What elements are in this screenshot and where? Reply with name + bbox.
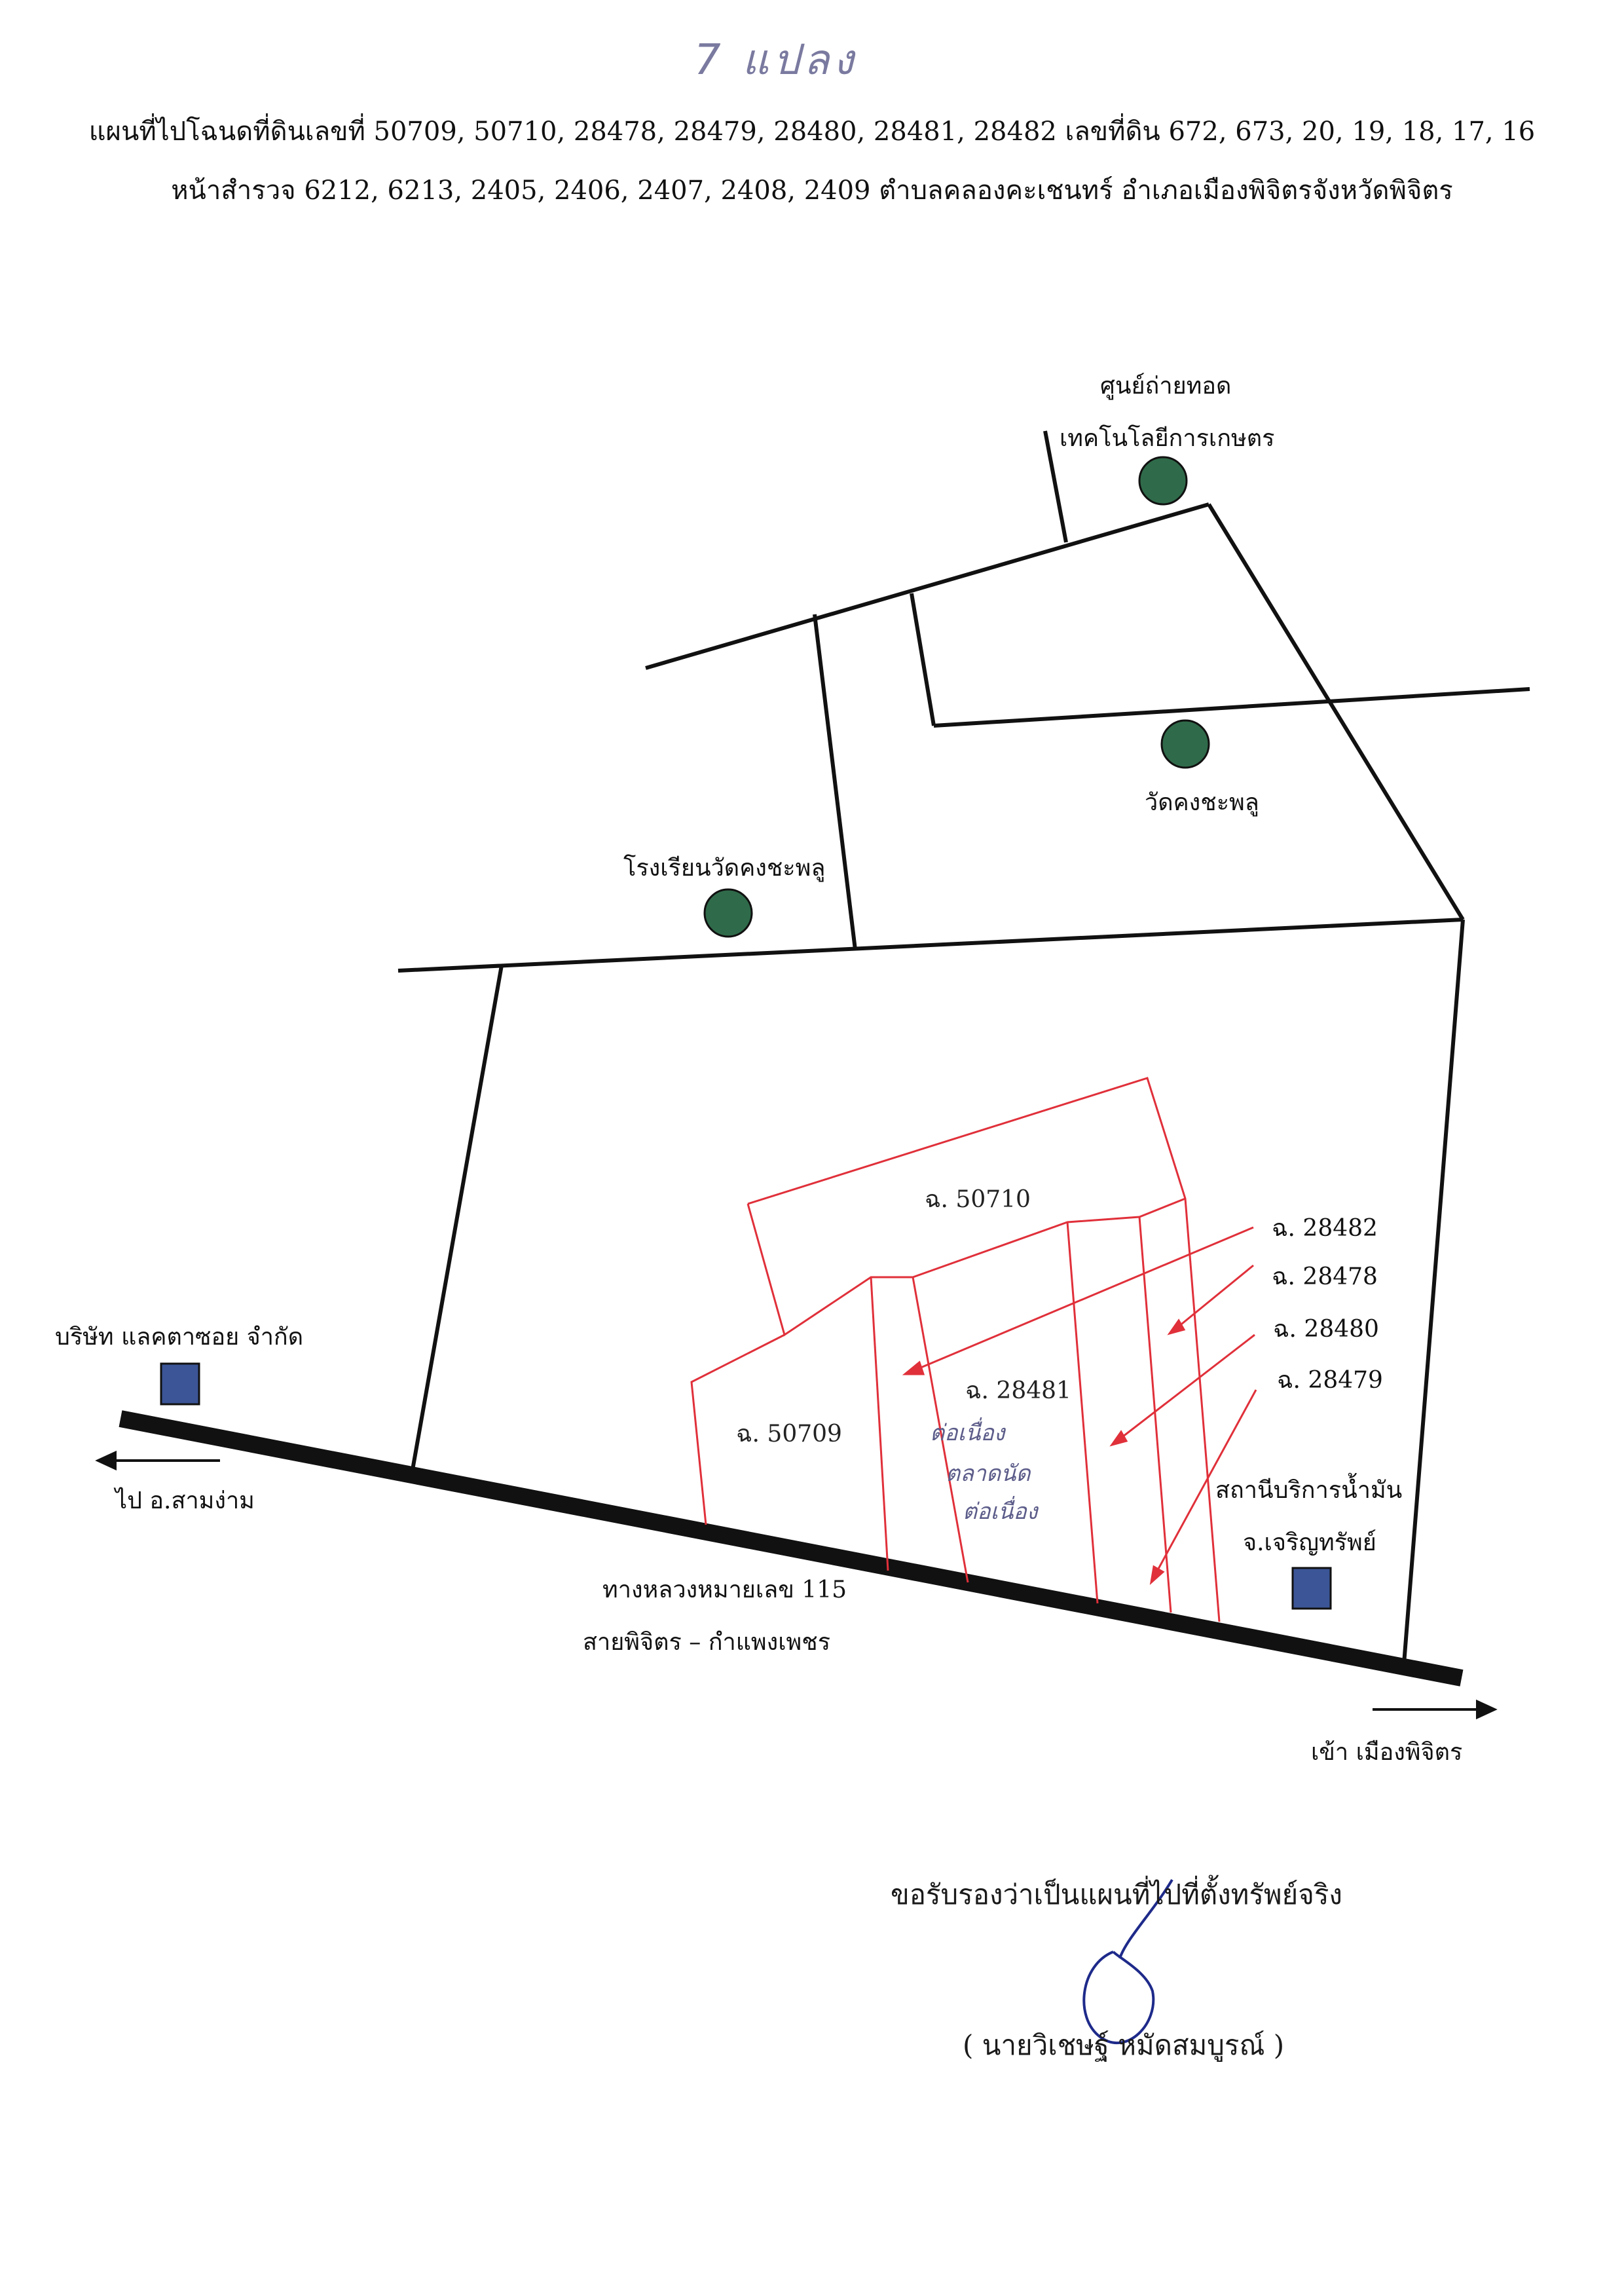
arrow-28482-head bbox=[902, 1360, 925, 1375]
road-temple-east bbox=[933, 687, 1530, 728]
parcel-handwriting-2: ตลาดนัด bbox=[946, 1461, 1031, 1487]
parcel-28481-west-edge bbox=[870, 1277, 889, 1571]
highway-label-1: ทางหลวงหมายเลข 115 bbox=[602, 1577, 847, 1603]
road-school bbox=[813, 614, 857, 950]
certification-text: ขอรับรองว่าเป็นแผนที่ไปที่ตั้งทรัพย์จริง bbox=[891, 1878, 1342, 1911]
arrow-28478-head bbox=[1167, 1318, 1186, 1335]
company-marker-icon bbox=[160, 1362, 200, 1406]
arrow-28480 bbox=[1116, 1334, 1255, 1442]
school-label: โรงเรียนวัดคงชะพลู bbox=[623, 855, 826, 882]
parcel-label-50710: ฉ. 50710 bbox=[925, 1186, 1031, 1213]
road-temple-west bbox=[910, 593, 936, 726]
parcel-arrows bbox=[902, 1226, 1257, 1585]
gas-station-marker-icon bbox=[1291, 1567, 1332, 1610]
direction-west-label: ไป อ.สามง่าม bbox=[115, 1487, 255, 1514]
road-east bbox=[1402, 919, 1465, 1664]
highway-label-2: สายพิจิตร – กำแพงเพชร bbox=[583, 1629, 831, 1656]
parcel-boundaries bbox=[690, 1077, 1221, 1622]
temple-label: วัดคงชะพลู bbox=[1145, 789, 1259, 816]
parcel-50709-outline bbox=[690, 1334, 785, 1525]
gas-station-label-2: จ.เจริญทรัพย์ bbox=[1243, 1529, 1376, 1556]
road-east-diagonal bbox=[1207, 503, 1465, 921]
parcel-28479-west-edge bbox=[1138, 1216, 1172, 1613]
road-west bbox=[411, 965, 504, 1470]
arrow-east-head-icon bbox=[1476, 1699, 1498, 1720]
arrow-28478 bbox=[1174, 1264, 1254, 1331]
road-middle bbox=[397, 918, 1464, 973]
arrow-28479-head bbox=[1149, 1565, 1165, 1585]
handwritten-note: 7 แปลง bbox=[694, 36, 858, 84]
parcel-label-28478: ฉ. 28478 bbox=[1272, 1263, 1378, 1290]
parcel-28480-west-edge bbox=[1066, 1222, 1099, 1604]
signature-stroke-2 bbox=[1082, 1950, 1155, 2045]
signature-stroke-1 bbox=[1118, 1878, 1173, 1959]
parcel-label-50709: ฉ. 50709 bbox=[736, 1421, 842, 1447]
agri-center-marker-icon bbox=[1138, 456, 1188, 506]
agri-center-label-2: เทคโนโลยีการเกษตร bbox=[1060, 425, 1275, 452]
parcel-label-28480: ฉ. 28480 bbox=[1273, 1316, 1379, 1343]
parcel-28481-east-edge bbox=[912, 1277, 969, 1583]
arrow-28479 bbox=[1153, 1389, 1257, 1578]
parcel-handwriting-1: ต่อเนื่อง bbox=[930, 1420, 1005, 1446]
temple-marker-icon bbox=[1160, 719, 1210, 769]
parcel-label-28482: ฉ. 28482 bbox=[1272, 1215, 1378, 1242]
company-label: บริษัท แลคตาซอย จำกัด bbox=[55, 1324, 304, 1351]
parcel-50710-south-edge bbox=[747, 1197, 1186, 1337]
road-network bbox=[397, 430, 1530, 1664]
page-title-line-1: แผนที่ไปโฉนดที่ดินเลขที่ 50709, 50710, 2… bbox=[88, 117, 1536, 147]
gas-station-label-1: สถานีบริการน้ำมัน bbox=[1215, 1477, 1403, 1504]
arrow-west-head-icon bbox=[95, 1450, 117, 1471]
school-marker-icon bbox=[703, 888, 753, 938]
road-to-agri-center bbox=[1043, 430, 1068, 543]
arrow-28480-head bbox=[1109, 1430, 1128, 1447]
signature-mark bbox=[1082, 1878, 1173, 2045]
parcel-label-28481: ฉ. 28481 bbox=[965, 1377, 1071, 1404]
signer-name: ( นายวิเชษฐ์ หมัดสมบูรณ์ ) bbox=[963, 2029, 1285, 2061]
arrow-28482 bbox=[911, 1226, 1254, 1373]
parcel-label-28479: ฉ. 28479 bbox=[1277, 1367, 1383, 1394]
parcel-handwriting-3: ต่อเนื่อง bbox=[963, 1499, 1038, 1525]
page-title-line-2: หน้าสำรวจ 6212, 6213, 2405, 2406, 2407, … bbox=[171, 176, 1453, 206]
direction-east-label: เข้า เมืองพิจิตร bbox=[1311, 1739, 1463, 1766]
parcel-50710-outline bbox=[747, 1077, 1221, 1622]
agri-center-label-1: ศูนย์ถ่ายทอด bbox=[1100, 373, 1232, 400]
road-upper bbox=[645, 502, 1209, 670]
highway-115 bbox=[119, 1410, 1464, 1687]
direction-arrows bbox=[95, 1450, 1498, 1720]
